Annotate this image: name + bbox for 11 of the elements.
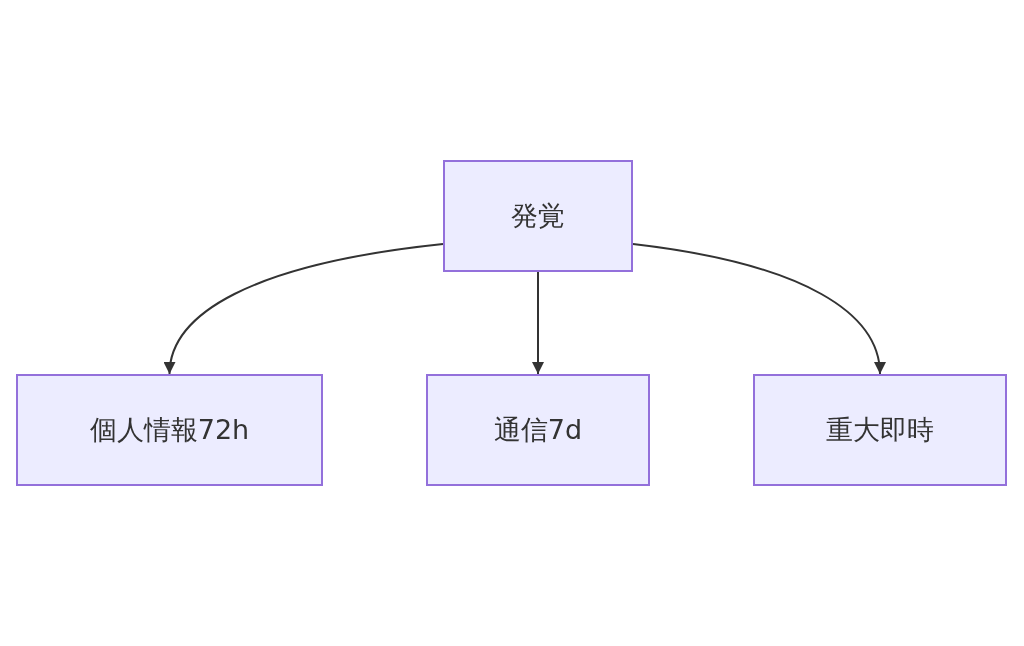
box-label: 通信7d [493, 413, 583, 447]
box-label: 個人情報72h [89, 413, 250, 447]
box-label: 重大即時 [826, 413, 934, 447]
process-box [16, 374, 323, 486]
arrow [164, 243, 444, 375]
process-box [443, 160, 633, 272]
process-box [426, 374, 650, 486]
box-label: 発覚 [511, 199, 565, 233]
arrow [532, 271, 544, 375]
arrow [632, 243, 885, 375]
process-box [753, 374, 1007, 486]
